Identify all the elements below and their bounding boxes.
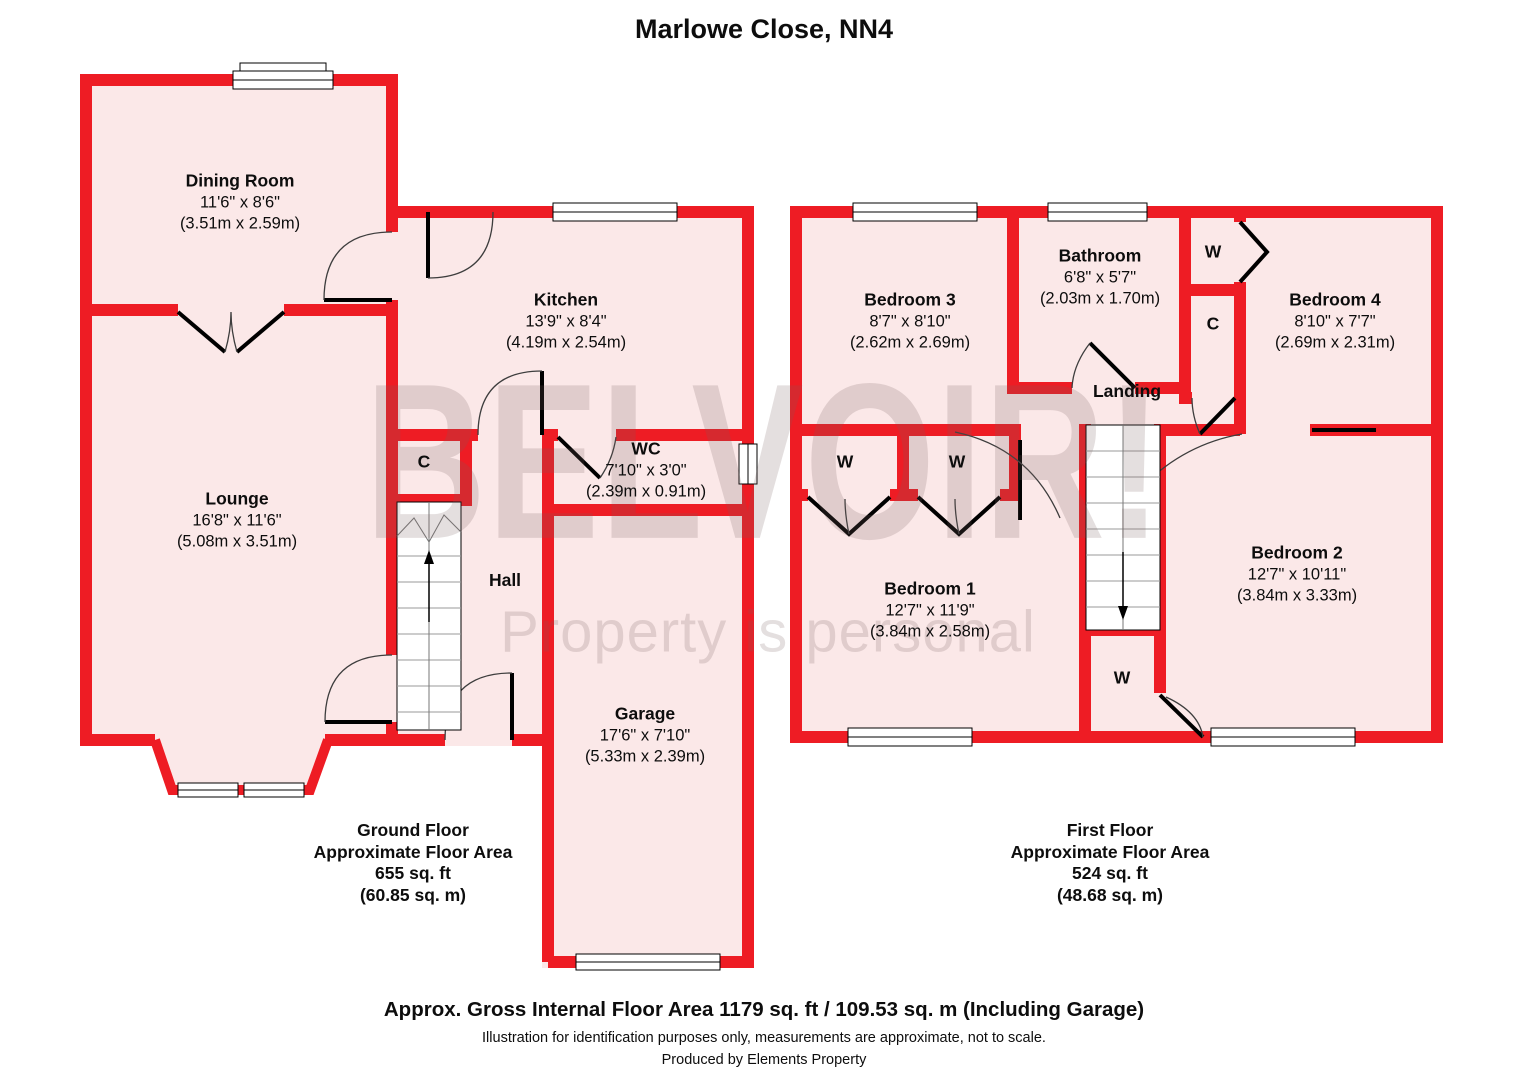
first-floor-doors <box>806 220 1376 739</box>
room-name: Bedroom 3 <box>864 289 956 310</box>
room-size-m: (2.69m x 2.31m) <box>1274 332 1396 351</box>
room-size-m: (3.84m x 2.58m) <box>869 621 991 640</box>
summary-area-ft: 655 sq. ft <box>375 863 451 884</box>
room-size-m: (2.62m x 2.69m) <box>849 332 971 351</box>
room-name: WC <box>631 438 661 459</box>
door-arc <box>477 370 543 436</box>
wardrobe-label: W <box>1204 241 1222 262</box>
first-floor-summary: First Floor Approximate Floor Area 524 s… <box>1011 820 1210 907</box>
room-size-ft: 7'10" x 3'0" <box>605 461 687 480</box>
wardrobe-label: W <box>836 451 854 472</box>
bedroom1-door-arc <box>954 431 1061 519</box>
ground-floor-stairs <box>396 501 462 731</box>
room-size-m: (4.19m x 2.54m) <box>505 332 627 351</box>
door-arc <box>599 436 617 479</box>
ground-floor-doors <box>176 211 617 741</box>
room-name: Landing <box>1092 381 1162 402</box>
room-label-bathroom: Bathroom 6'8" x 5'7" (2.03m x 1.70m) <box>1040 245 1160 308</box>
room-size-ft: 16'8" x 11'6" <box>192 511 282 530</box>
room-label-bedroom1: Bedroom 1 12'7" x 11'9" (3.84m x 2.58m) <box>870 578 990 641</box>
room-name: Garage <box>614 703 676 724</box>
door-arc <box>427 211 494 279</box>
room-label-dining: Dining Room 11'6" x 8'6" (3.51m x 2.59m) <box>180 170 300 233</box>
bay-window-wall <box>150 738 333 795</box>
wardrobe-label: W <box>948 451 966 472</box>
room-name: Bathroom <box>1058 245 1142 266</box>
room-size-ft: 13'9" x 8'4" <box>525 312 607 331</box>
ground-floor-plan <box>80 62 758 971</box>
room-size-ft: 12'7" x 10'11" <box>1247 565 1347 584</box>
summary-area-label: Approximate Floor Area <box>1010 841 1210 862</box>
room-label-landing: Landing <box>1093 381 1161 403</box>
cupboard-label: C <box>1206 313 1220 334</box>
first-floor-stairs <box>1085 424 1161 631</box>
bathroom-door-leaf <box>1088 341 1137 390</box>
summary-area-m: (60.85 sq. m) <box>359 885 467 906</box>
door-arc <box>323 231 393 301</box>
room-size-m: (2.03m x 1.70m) <box>1039 288 1161 307</box>
room-size-ft: 12'7" x 11'9" <box>885 601 975 620</box>
room-name: Hall <box>488 570 522 591</box>
disclaimer-text: Illustration for identification purposes… <box>482 1030 1046 1046</box>
summary-area-label: Approximate Floor Area <box>313 841 513 862</box>
room-label-lounge: Lounge 16'8" x 11'6" (5.08m x 3.51m) <box>177 488 297 551</box>
ground-floor-rooms-fill <box>80 74 754 968</box>
room-name: Bedroom 2 <box>1251 542 1343 563</box>
room-label-garage: Garage 17'6" x 7'10" (5.33m x 2.39m) <box>585 703 705 766</box>
wardrobe-label: W <box>1113 667 1131 688</box>
cupboard-label: C <box>417 451 431 472</box>
room-size-ft: 11'6" x 8'6" <box>199 193 281 212</box>
room-label-wc: WC 7'10" x 3'0" (2.39m x 0.91m) <box>586 438 706 501</box>
first-floor-windows <box>847 202 1356 747</box>
room-label-bedroom3: Bedroom 3 8'7" x 8'10" (2.62m x 2.69m) <box>850 289 970 352</box>
wardrobe-bifold-door <box>1238 220 1270 284</box>
room-label-bedroom2: Bedroom 2 12'7" x 10'11" (3.84m x 3.33m) <box>1237 542 1357 605</box>
room-size-m: (2.39m x 0.91m) <box>585 481 707 500</box>
first-floor-plan <box>790 202 1443 747</box>
room-name: Kitchen <box>533 289 599 310</box>
wardrobe-vdoor-arc <box>844 498 850 535</box>
ground-floor-summary: Ground Floor Approximate Floor Area 655 … <box>314 820 513 907</box>
room-size-m: (5.33m x 2.39m) <box>584 746 706 765</box>
summary-area-ft: 524 sq. ft <box>1072 863 1148 884</box>
room-name: Lounge <box>205 488 269 509</box>
double-door-leaf <box>176 310 286 354</box>
door-arc <box>324 654 393 723</box>
room-size-ft: 17'6" x 7'10" <box>599 726 691 745</box>
cupboard-door-arc <box>1191 397 1201 435</box>
produced-by-text: Produced by Elements Property <box>661 1052 867 1068</box>
double-door-arc <box>224 311 238 353</box>
summary-floor: Ground Floor <box>357 820 469 840</box>
room-size-ft: 8'10" x 7'7" <box>1294 312 1376 331</box>
room-size-m: (5.08m x 3.51m) <box>176 531 298 550</box>
summary-area-m: (48.68 sq. m) <box>1056 885 1164 906</box>
ground-floor-windows <box>177 62 758 971</box>
room-label-hall: Hall <box>489 570 521 592</box>
bathroom-door-arc <box>1071 342 1091 389</box>
room-size-m: (3.51m x 2.59m) <box>179 213 301 232</box>
closet-door-arc <box>1165 696 1204 738</box>
wardrobe-vdoor-arc <box>954 498 960 535</box>
room-name: Bedroom 1 <box>884 578 976 599</box>
room-name: Bedroom 4 <box>1289 289 1381 310</box>
room-size-m: (3.84m x 3.33m) <box>1236 585 1358 604</box>
door-leaf <box>556 435 602 480</box>
room-name: Dining Room <box>185 170 295 191</box>
room-label-bedroom4: Bedroom 4 8'10" x 7'7" (2.69m x 2.31m) <box>1275 289 1395 352</box>
summary-floor: First Floor <box>1066 820 1154 840</box>
closet-door-leaf <box>1158 693 1205 739</box>
gross-area-text: Approx. Gross Internal Floor Area 1179 s… <box>383 998 1145 1021</box>
room-size-ft: 8'7" x 8'10" <box>869 312 951 331</box>
room-size-ft: 6'8" x 5'7" <box>1063 268 1137 287</box>
page-title: Marlowe Close, NN4 <box>634 14 894 44</box>
room-label-kitchen: Kitchen 13'9" x 8'4" (4.19m x 2.54m) <box>506 289 626 352</box>
cupboard-door-leaf <box>1198 396 1237 436</box>
